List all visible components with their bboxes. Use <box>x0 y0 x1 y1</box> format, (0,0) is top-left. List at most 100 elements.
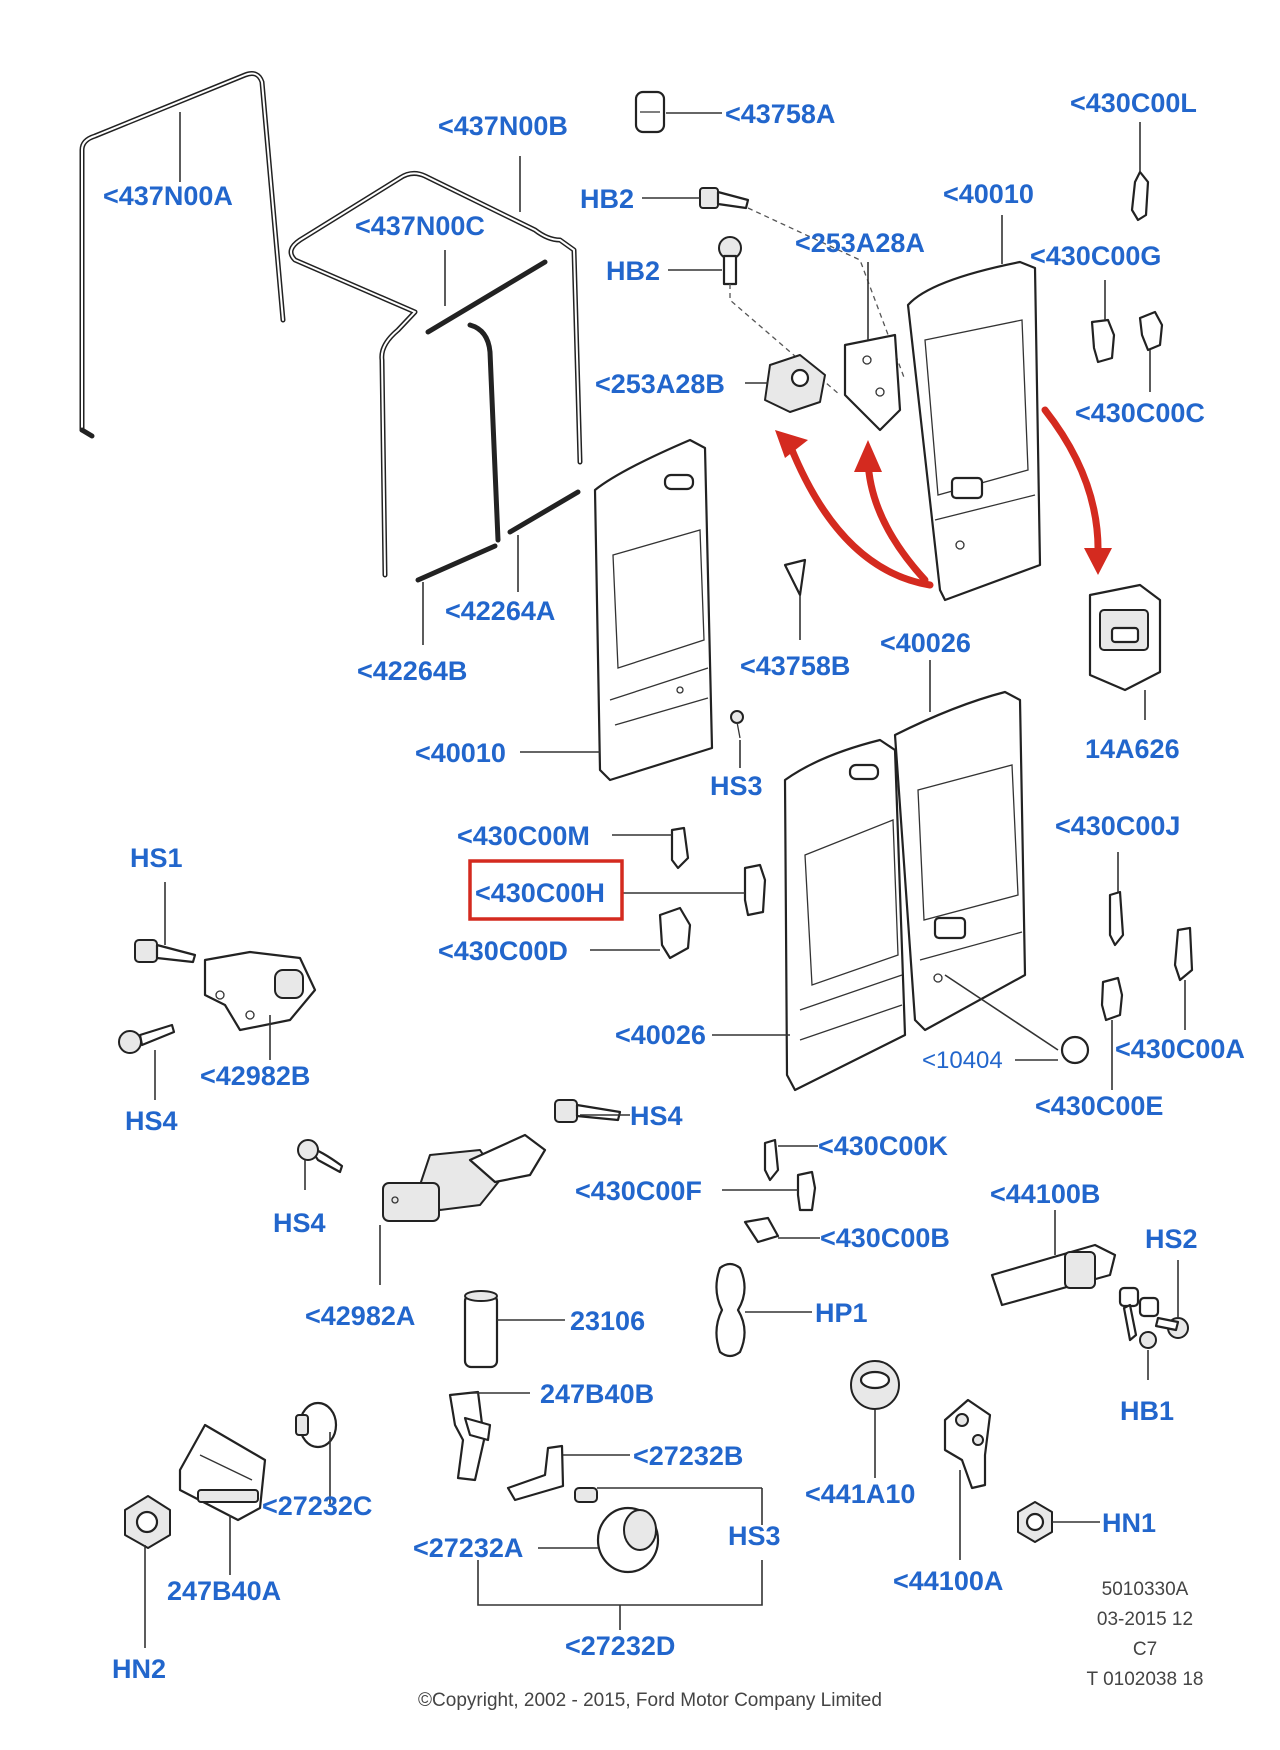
label-42982A[interactable]: <42982A <box>305 1301 415 1331</box>
label-HP1[interactable]: HP1 <box>815 1298 868 1328</box>
handle-14A626-drawing <box>1088 583 1162 692</box>
label-253A28B[interactable]: <253A28B <box>595 369 725 399</box>
label-HS3-top[interactable]: HS3 <box>710 771 763 801</box>
label-40010-left[interactable]: <40010 <box>415 738 506 768</box>
label-430C00E[interactable]: <430C00E <box>1035 1091 1163 1121</box>
nut-HN1-drawing <box>1017 1501 1053 1543</box>
clip-HP1-drawing <box>715 1262 746 1358</box>
label-40026-top[interactable]: <40026 <box>880 628 971 658</box>
label-10404[interactable]: <10404 <box>922 1047 1003 1074</box>
knob-27232A-drawing <box>574 1487 660 1574</box>
label-HB2-a[interactable]: HB2 <box>580 184 634 214</box>
clip-430C00J-drawing <box>1108 890 1125 947</box>
label-HS3-bottom[interactable]: HS3 <box>728 1521 781 1551</box>
label-253A28A[interactable]: <253A28A <box>795 228 925 258</box>
copyright-text: ©Copyright, 2002 - 2015, Ford Motor Comp… <box>418 1690 882 1711</box>
door-40026-left-drawing <box>783 738 907 1092</box>
clip-430C00G-drawing <box>1090 318 1116 364</box>
clip-430C00F-drawing <box>796 1170 817 1212</box>
seal-437N00A-drawing <box>79 71 286 439</box>
label-43758B[interactable]: <43758B <box>740 651 850 681</box>
label-23106[interactable]: 23106 <box>570 1306 645 1336</box>
label-27232B[interactable]: <27232B <box>633 1441 743 1471</box>
label-430C00G[interactable]: <430C00G <box>1030 241 1161 271</box>
label-437N00A[interactable]: <437N00A <box>103 181 233 211</box>
label-27232D[interactable]: <27232D <box>565 1631 675 1661</box>
clip-43758A-drawing <box>634 90 666 134</box>
label-430C00A[interactable]: <430C00A <box>1115 1034 1245 1064</box>
label-HN1[interactable]: HN1 <box>1102 1508 1156 1538</box>
meta-line-3: C7 <box>1133 1639 1157 1660</box>
label-430C00F[interactable]: <430C00F <box>575 1176 702 1206</box>
highlight-box <box>468 859 624 921</box>
label-247B40B[interactable]: 247B40B <box>540 1379 654 1409</box>
seal-437N00B-drawing <box>288 170 583 578</box>
screw-HS3-top-drawing <box>730 710 744 739</box>
label-42982B[interactable]: <42982B <box>200 1061 310 1091</box>
hinge-253A28B-drawing <box>764 354 826 413</box>
label-HN2[interactable]: HN2 <box>112 1654 166 1684</box>
handle-44100B-drawing <box>990 1243 1189 1349</box>
hinge-42982A-drawing <box>297 1099 622 1222</box>
clip-430C00A-drawing <box>1173 926 1194 982</box>
label-14A626[interactable]: 14A626 <box>1085 734 1180 764</box>
clip-430C00L-drawing <box>1130 170 1150 222</box>
label-437N00C[interactable]: <437N00C <box>355 211 485 241</box>
bracket-247B40B-drawing <box>448 1390 492 1482</box>
meta-line-2: 03-2015 12 <box>1097 1609 1193 1630</box>
bolt-HB2-a-drawing <box>699 187 750 210</box>
door-40010-top-drawing <box>906 260 1042 602</box>
door-40026-right-drawing <box>893 690 1027 1032</box>
label-430C00D[interactable]: <430C00D <box>438 936 568 966</box>
bolt-HB2-b-drawing <box>718 236 742 286</box>
label-247B40A[interactable]: 247B40A <box>167 1576 281 1606</box>
label-430C00H[interactable]: <430C00H <box>475 878 605 908</box>
label-42264A[interactable]: <42264A <box>445 596 555 626</box>
label-43758A[interactable]: <43758A <box>725 99 835 129</box>
label-430C00K[interactable]: <430C00K <box>818 1131 948 1161</box>
label-40010-top[interactable]: <40010 <box>943 179 1034 209</box>
grommet-441A10-drawing <box>850 1360 900 1410</box>
label-437N00B[interactable]: <437N00B <box>438 111 568 141</box>
label-HB2-b[interactable]: HB2 <box>606 256 660 286</box>
seal-437N00C-drawing <box>425 259 548 543</box>
label-HS4-left[interactable]: HS4 <box>125 1106 178 1136</box>
label-HS4-top[interactable]: HS4 <box>630 1101 683 1131</box>
label-HB1[interactable]: HB1 <box>1120 1396 1174 1426</box>
meta-line-4: T 0102038 18 <box>1087 1669 1204 1690</box>
clip-430C00K-drawing <box>763 1138 780 1182</box>
clip-430C00B-drawing <box>743 1216 780 1244</box>
label-44100B[interactable]: <44100B <box>990 1179 1100 1209</box>
clip-43758B-drawing <box>783 558 807 597</box>
leader-10404-line <box>944 974 1059 1051</box>
label-27232A[interactable]: <27232A <box>413 1533 523 1563</box>
label-430C00L[interactable]: <430C00L <box>1070 88 1197 118</box>
label-430C00C[interactable]: <430C00C <box>1075 398 1205 428</box>
label-HS4-mid[interactable]: HS4 <box>273 1208 326 1238</box>
clip-430C00M-drawing <box>670 826 690 870</box>
labels-group: <437N00A <437N00B <437N00C <43758A HB2 H… <box>103 88 1245 1684</box>
latch-44100A-drawing <box>943 1398 992 1490</box>
label-441A10[interactable]: <441A10 <box>805 1479 915 1509</box>
clip-430C00H-drawing <box>743 863 767 917</box>
hinge-42982B-drawing <box>118 939 317 1054</box>
label-430C00J[interactable]: <430C00J <box>1055 811 1180 841</box>
label-HS1[interactable]: HS1 <box>130 843 183 873</box>
label-44100A[interactable]: <44100A <box>893 1566 1003 1596</box>
meta-block: 5010330A 03-2015 12 C7 T 0102038 18 <box>1087 1579 1204 1690</box>
label-40026-left[interactable]: <40026 <box>615 1020 706 1050</box>
clip-430C00E-drawing <box>1100 976 1124 1022</box>
label-430C00M[interactable]: <430C00M <box>457 821 590 851</box>
label-HS2[interactable]: HS2 <box>1145 1224 1198 1254</box>
clip-430C00D-drawing <box>658 906 692 960</box>
sleeve-23106-drawing <box>463 1290 499 1369</box>
label-27232C[interactable]: <27232C <box>262 1491 372 1521</box>
door-40010-mid-drawing <box>593 438 714 782</box>
bracket-27232B-drawing <box>506 1444 565 1502</box>
plug-10404-drawing <box>1060 1035 1090 1065</box>
label-42264B[interactable]: <42264B <box>357 656 467 686</box>
bracket-247B40A-drawing <box>124 1401 338 1549</box>
clip-430C00C-drawing <box>1138 310 1164 352</box>
label-430C00B[interactable]: <430C00B <box>820 1223 950 1253</box>
